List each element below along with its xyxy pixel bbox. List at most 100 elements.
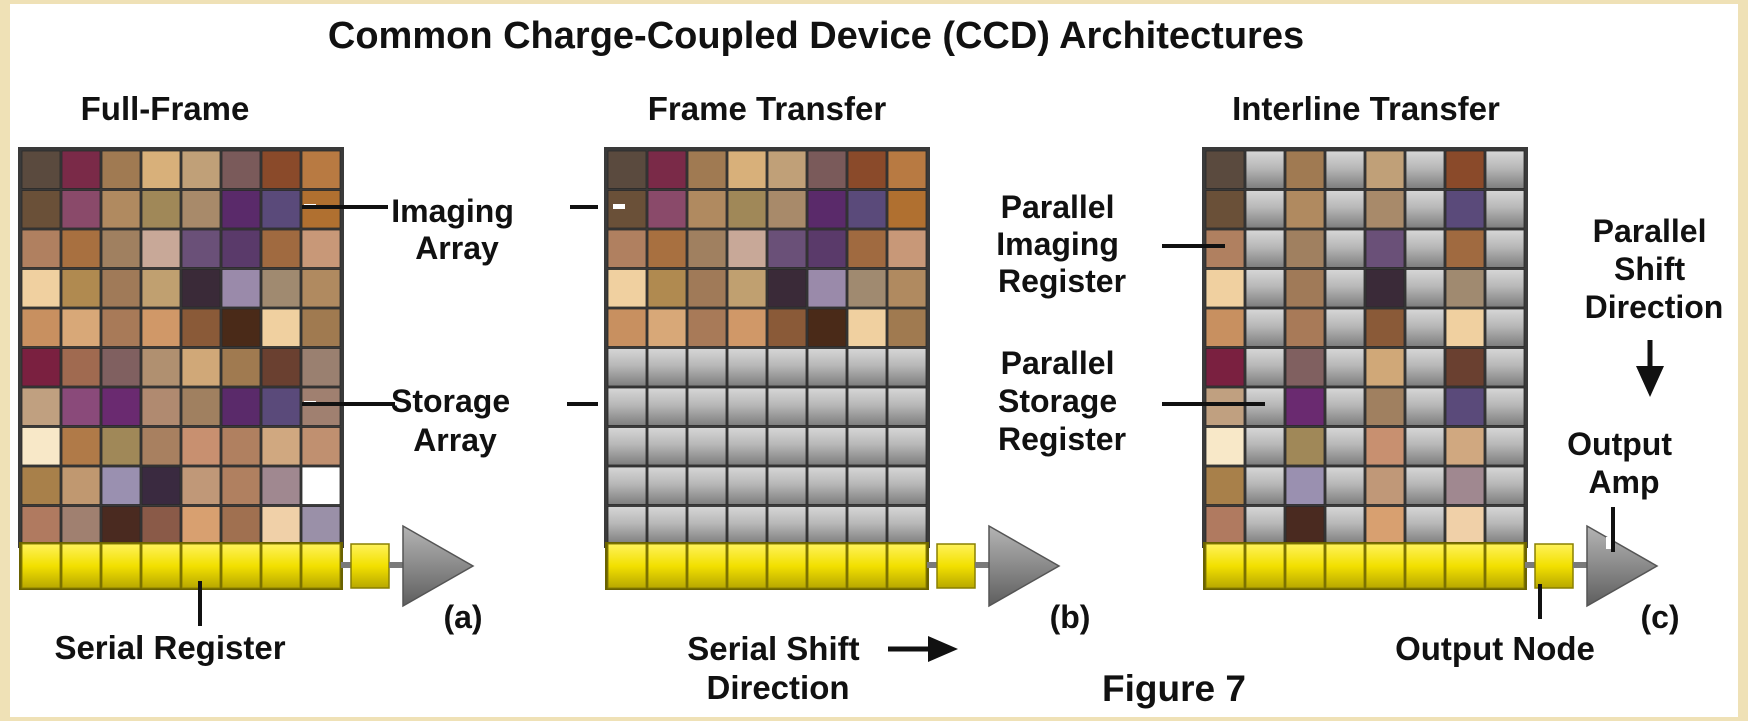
storage-pixel bbox=[1485, 308, 1525, 347]
image-pixel bbox=[61, 190, 101, 229]
connector-wire bbox=[975, 562, 989, 568]
connector-wire bbox=[1525, 562, 1535, 568]
storage-pixel bbox=[807, 427, 847, 466]
interline-transfer-sensor bbox=[1202, 147, 1659, 608]
image-pixel bbox=[181, 506, 221, 545]
image-pixel bbox=[687, 308, 727, 347]
image-pixel bbox=[1365, 150, 1405, 189]
image-pixel bbox=[61, 150, 101, 189]
image-pixel bbox=[887, 269, 927, 308]
storage-pixel bbox=[647, 506, 687, 545]
image-pixel bbox=[767, 190, 807, 229]
image-pixel bbox=[1445, 269, 1485, 308]
storage-pixel bbox=[687, 427, 727, 466]
callout-output-node: Output Node bbox=[1395, 630, 1595, 667]
image-pixel bbox=[61, 308, 101, 347]
serial-register-cell bbox=[1365, 543, 1405, 589]
storage-pixel bbox=[767, 506, 807, 545]
serial-register-cell bbox=[887, 543, 927, 589]
image-pixel bbox=[767, 150, 807, 189]
image-pixel bbox=[1445, 308, 1485, 347]
image-pixel bbox=[647, 190, 687, 229]
image-pixel bbox=[221, 387, 261, 426]
image-pixel bbox=[101, 308, 141, 347]
output-amplifier bbox=[1586, 524, 1659, 608]
image-pixel bbox=[1285, 387, 1325, 426]
image-pixel bbox=[847, 308, 887, 347]
figure-frame: Common Charge-Coupled Device (CCD) Archi… bbox=[10, 4, 1738, 717]
image-pixel bbox=[141, 427, 181, 466]
storage-pixel bbox=[1325, 427, 1365, 466]
image-pixel bbox=[261, 427, 301, 466]
image-pixel bbox=[141, 229, 181, 268]
image-pixel bbox=[1365, 308, 1405, 347]
image-pixel bbox=[141, 348, 181, 387]
serial-register-cell bbox=[1485, 543, 1525, 589]
storage-pixel bbox=[1325, 506, 1365, 545]
image-pixel bbox=[181, 427, 221, 466]
output-amplifier bbox=[988, 524, 1061, 608]
storage-pixel bbox=[847, 427, 887, 466]
serial-register-cell bbox=[847, 543, 887, 589]
image-pixel bbox=[767, 308, 807, 347]
storage-pixel bbox=[1245, 269, 1285, 308]
image-pixel bbox=[101, 269, 141, 308]
storage-pixel bbox=[1405, 466, 1445, 505]
image-pixel bbox=[1285, 308, 1325, 347]
panel-letter-a: (a) bbox=[443, 599, 482, 635]
storage-pixel bbox=[767, 427, 807, 466]
storage-pixel bbox=[1485, 190, 1525, 229]
image-pixel bbox=[1205, 466, 1245, 505]
callout-serial-register: Serial Register bbox=[54, 629, 285, 666]
image-pixel bbox=[887, 150, 927, 189]
image-pixel bbox=[687, 150, 727, 189]
image-pixel bbox=[847, 269, 887, 308]
output-amplifier bbox=[402, 524, 475, 608]
storage-pixel bbox=[767, 466, 807, 505]
storage-pixel bbox=[807, 506, 847, 545]
image-pixel bbox=[1445, 506, 1485, 545]
image-pixel bbox=[301, 229, 341, 268]
image-pixel bbox=[607, 190, 647, 229]
image-pixel bbox=[261, 269, 301, 308]
storage-pixel bbox=[887, 506, 927, 545]
storage-pixel bbox=[1325, 150, 1365, 189]
callout-marker bbox=[613, 204, 625, 209]
panel-letter-b: (b) bbox=[1050, 599, 1091, 635]
serial-register-cell bbox=[727, 543, 767, 589]
storage-pixel bbox=[1245, 190, 1285, 229]
storage-pixel bbox=[727, 427, 767, 466]
image-pixel bbox=[181, 387, 221, 426]
storage-pixel bbox=[847, 466, 887, 505]
image-pixel bbox=[647, 229, 687, 268]
image-pixel bbox=[727, 150, 767, 189]
serial-shift-arrow-head bbox=[928, 636, 958, 662]
parallel-shift-arrow-head bbox=[1636, 366, 1664, 397]
storage-pixel bbox=[1405, 387, 1445, 426]
storage-pixel bbox=[647, 348, 687, 387]
image-pixel bbox=[141, 150, 181, 189]
image-pixel bbox=[301, 150, 341, 189]
connector-wire bbox=[927, 562, 937, 568]
storage-pixel bbox=[607, 427, 647, 466]
storage-pixel bbox=[807, 466, 847, 505]
image-pixel bbox=[301, 190, 341, 229]
image-pixel bbox=[1445, 387, 1485, 426]
storage-pixel bbox=[647, 427, 687, 466]
storage-pixel bbox=[1485, 466, 1525, 505]
storage-pixel bbox=[1485, 506, 1525, 545]
full-frame-sensor bbox=[18, 147, 475, 608]
image-pixel bbox=[21, 387, 61, 426]
storage-pixel bbox=[607, 348, 647, 387]
image-pixel bbox=[607, 269, 647, 308]
image-pixel bbox=[221, 348, 261, 387]
image-pixel bbox=[1205, 427, 1245, 466]
storage-pixel bbox=[807, 387, 847, 426]
image-pixel bbox=[727, 308, 767, 347]
image-pixel bbox=[1285, 269, 1325, 308]
image-pixel bbox=[261, 308, 301, 347]
image-pixel bbox=[101, 427, 141, 466]
image-pixel bbox=[1285, 466, 1325, 505]
image-pixel bbox=[301, 348, 341, 387]
serial-register-cell bbox=[181, 543, 221, 589]
